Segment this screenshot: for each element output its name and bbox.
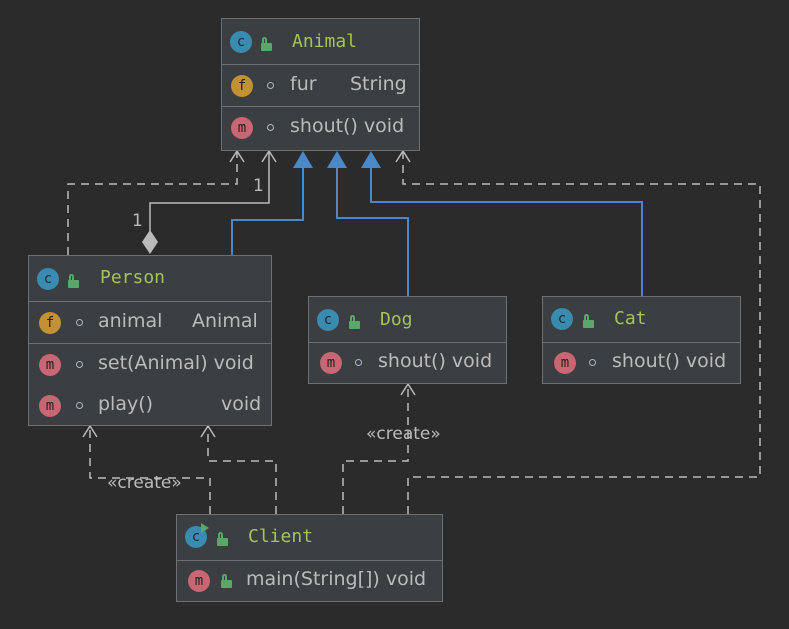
class-header: c Animal — [222, 19, 419, 65]
method-signature: main(String[]) void — [246, 568, 427, 590]
class-name: Cat — [614, 308, 647, 329]
class-person[interactable]: c Person f animal Animal m set(Animal) v… — [28, 255, 272, 426]
method-row[interactable]: m main(String[]) void — [177, 561, 442, 602]
multiplicity-person-end: 1 — [132, 211, 143, 231]
field-type: String — [350, 73, 407, 95]
methods-section: m set(Animal) void m play() void — [29, 344, 271, 426]
method-icon: m — [188, 570, 210, 592]
unlock-icon — [261, 37, 272, 51]
unlock-icon — [68, 274, 79, 288]
method-signature: shout() void — [290, 115, 405, 137]
method-row[interactable]: m play() void — [29, 385, 271, 426]
unlock-icon — [349, 315, 360, 329]
methods-section: m shout() void — [309, 343, 506, 384]
visibility-icon — [76, 319, 83, 326]
class-name: Client — [248, 526, 314, 547]
method-row[interactable]: m shout() void — [309, 343, 506, 384]
visibility-icon — [355, 359, 362, 366]
visibility-icon — [76, 361, 83, 368]
field-icon: f — [231, 75, 253, 97]
methods-section: m shout() void — [543, 343, 740, 384]
field-icon: f — [39, 312, 61, 334]
visibility-icon — [267, 124, 274, 131]
class-icon: c — [317, 309, 339, 331]
method-signature: shout() void — [378, 350, 493, 372]
method-signature: shout() void — [612, 350, 727, 372]
visibility-icon — [589, 359, 596, 366]
arrowhead-person — [293, 151, 313, 168]
method-icon: m — [320, 352, 342, 374]
unlock-icon — [217, 532, 228, 546]
class-icon: c — [230, 31, 252, 53]
field-row[interactable]: f animal Animal — [29, 302, 271, 343]
field-row[interactable]: f fur String — [222, 65, 419, 106]
generalization-arrowheads — [293, 151, 381, 168]
visibility-icon — [267, 82, 274, 89]
class-header: c Person — [29, 256, 271, 302]
client-creates-dog — [342, 384, 409, 514]
class-name: Dog — [380, 309, 413, 330]
field-type: Animal — [192, 310, 258, 332]
run-icon — [201, 523, 209, 533]
class-name: Animal — [292, 31, 358, 52]
cat-extends-animal — [370, 168, 643, 296]
association-line — [149, 149, 277, 233]
method-type: void — [221, 393, 262, 415]
class-dog[interactable]: c Dog m shout() void — [308, 296, 507, 384]
generalization-lines — [231, 168, 643, 296]
class-client[interactable]: c Client m main(String[]) void — [176, 514, 443, 602]
person-extends-animal — [231, 168, 304, 255]
method-row[interactable]: m set(Animal) void — [29, 344, 271, 385]
method-icon: m — [554, 352, 576, 374]
method-row[interactable]: m shout() void — [222, 107, 419, 148]
client-uses-person — [207, 426, 277, 514]
client-uses-animal — [402, 151, 761, 514]
method-name: play() — [98, 393, 154, 415]
class-icon: c — [37, 268, 59, 290]
aggregation-diamond — [142, 230, 158, 254]
arrowhead-dog — [327, 151, 347, 168]
unlock-icon — [583, 314, 594, 328]
class-animal[interactable]: c Animal f fur String m shout() void — [221, 18, 420, 151]
method-row[interactable]: m shout() void — [543, 343, 740, 384]
fields-section: f fur String — [222, 65, 419, 107]
field-name: animal — [98, 310, 163, 332]
create-dog-label: «create» — [366, 424, 441, 444]
method-icon: m — [39, 395, 61, 417]
dog-extends-animal — [336, 168, 409, 296]
class-cat[interactable]: c Cat m shout() void — [542, 296, 741, 384]
fields-section: f animal Animal — [29, 302, 271, 344]
methods-section: m shout() void — [222, 107, 419, 148]
client-creates-person — [89, 426, 211, 514]
visibility-icon — [76, 402, 83, 409]
arrowhead-cat — [361, 151, 381, 168]
person-uses-animal — [67, 151, 238, 255]
method-icon: m — [39, 354, 61, 376]
unlock-icon — [221, 574, 232, 588]
field-name: fur — [290, 73, 317, 95]
dependency-arrowheads — [82, 149, 416, 438]
create-person-label: «create» — [107, 473, 182, 493]
multiplicity-animal-end: 1 — [253, 176, 264, 196]
class-name: Person — [100, 267, 166, 288]
method-signature: set(Animal) void — [98, 352, 254, 374]
dependency-lines — [67, 151, 761, 514]
method-icon: m — [231, 117, 253, 139]
class-header: c Dog — [309, 297, 506, 343]
methods-section: m main(String[]) void — [177, 561, 442, 602]
class-header: c Client — [177, 515, 442, 561]
class-icon: c — [551, 308, 573, 330]
class-header: c Cat — [543, 297, 740, 343]
